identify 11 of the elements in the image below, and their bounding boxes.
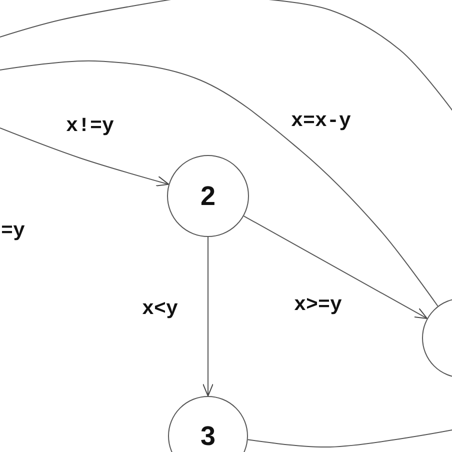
condition-label: =y (1, 222, 26, 242)
state-circle (168, 396, 248, 452)
state-number: 2 (200, 180, 216, 212)
edge-label: x=x-y (291, 112, 352, 132)
edge-label: x<y (142, 300, 178, 320)
arrow (202, 236, 214, 396)
state-number: 3 (200, 420, 216, 452)
arrow (0, 128, 170, 186)
edge-label: x>=y (294, 296, 342, 316)
edge-label: x!=y (66, 117, 114, 137)
arrow (243, 216, 428, 319)
